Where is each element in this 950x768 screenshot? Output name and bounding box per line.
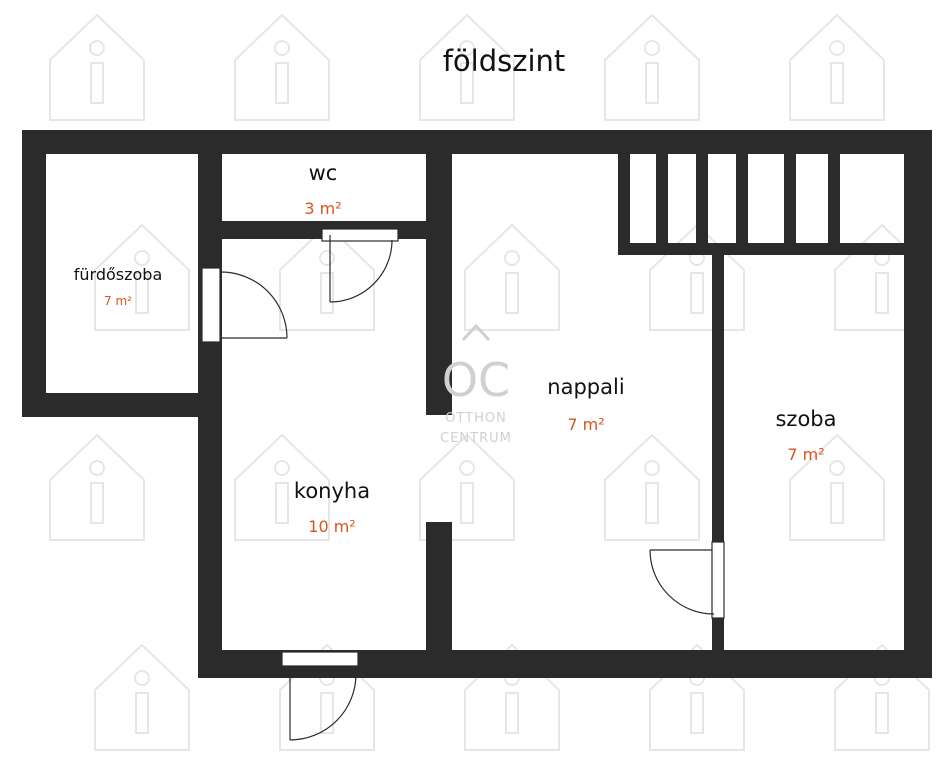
- watermark-icon: [234, 433, 330, 541]
- otthon-centrum-logo: OC OTTHON CENTRUM: [440, 323, 512, 446]
- wc-label: wc: [309, 161, 338, 185]
- watermark-icon: [49, 433, 145, 541]
- kitchen-area: 10 m²: [308, 517, 355, 536]
- watermark-icon: [604, 433, 700, 541]
- wc-area: 3 m²: [304, 199, 341, 218]
- watermark-icon: [49, 13, 145, 121]
- logo-line2: CENTRUM: [440, 431, 512, 446]
- logo-line1: OTTHON: [445, 411, 507, 426]
- kitchen-label: konyha: [294, 479, 370, 503]
- doors: [201, 228, 725, 741]
- bathroom-label: fürdőszoba: [74, 265, 163, 284]
- watermark-icon: [789, 433, 885, 541]
- room-labels: wc 3 m² fürdőszoba 7 m² konyha 10 m² nap…: [74, 161, 837, 536]
- living-label: nappali: [547, 375, 624, 399]
- watermark-icon: [419, 433, 515, 541]
- watermark-pattern: [49, 13, 930, 751]
- watermark-icon: [94, 223, 190, 331]
- watermark-icon: [464, 223, 560, 331]
- living-area: 7 m²: [567, 415, 604, 434]
- watermark-icon: [234, 13, 330, 121]
- room-area: 7 m²: [787, 445, 824, 464]
- bathroom-area: 7 m²: [104, 294, 132, 308]
- logo-mark: OC: [442, 353, 510, 407]
- watermark-icon: [789, 13, 885, 121]
- floor-title: földszint: [443, 44, 566, 78]
- room-label: szoba: [775, 407, 836, 431]
- watermark-icon: [604, 13, 700, 121]
- watermark-icon: [419, 13, 515, 121]
- watermark-icon: [94, 643, 190, 751]
